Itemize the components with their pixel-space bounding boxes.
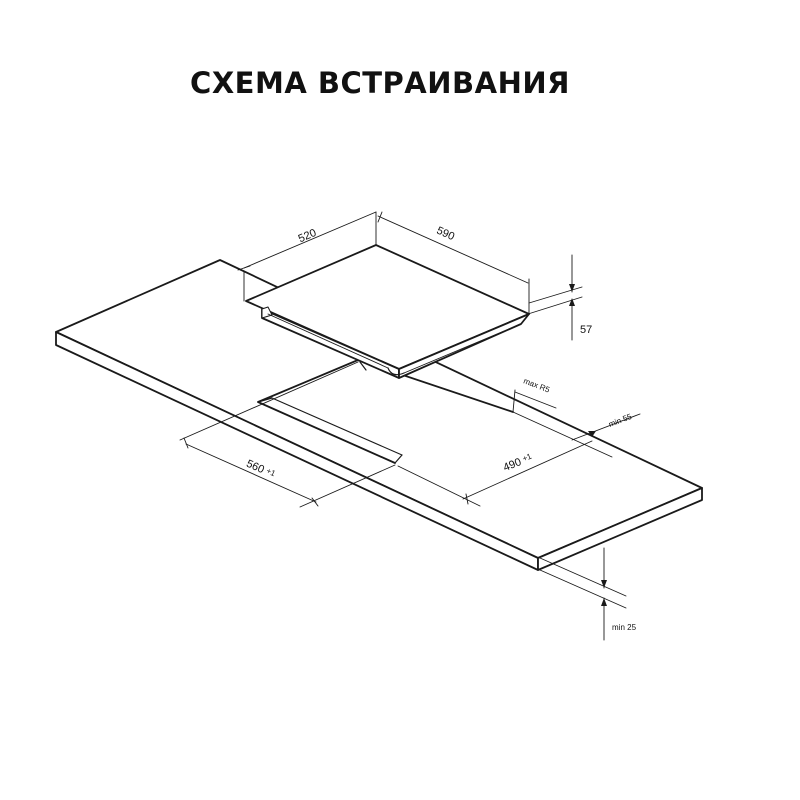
label-hob-width: 590 [435,225,457,243]
cutout [257,359,514,464]
label-cutout-width-value: 560 [244,458,266,476]
label-hob-depth: 520 [297,227,319,245]
label-corner-radius: max R5 [522,376,551,394]
label-cutout-depth-tol: +1 [521,451,533,463]
label-back-clearance: min 55 [607,412,633,429]
label-cutout-width-tol: +1 [265,466,277,478]
hob [245,244,530,379]
page-title: СХЕМА ВСТРАИВАНИЯ [190,66,570,100]
dim-cutout-depth [397,411,613,507]
dim-hob-depth [237,211,377,302]
dim-corner-radius [512,389,557,413]
dim-worktop-thickness [539,547,627,641]
label-worktop-thickness: min 25 [612,623,637,632]
worktop [55,259,703,571]
dim-hob-width [377,211,530,315]
dim-back-clearance [571,413,641,441]
dim-cutout-width [179,361,396,508]
label-hob-height: 57 [580,324,592,336]
dim-hob-height [527,254,583,341]
